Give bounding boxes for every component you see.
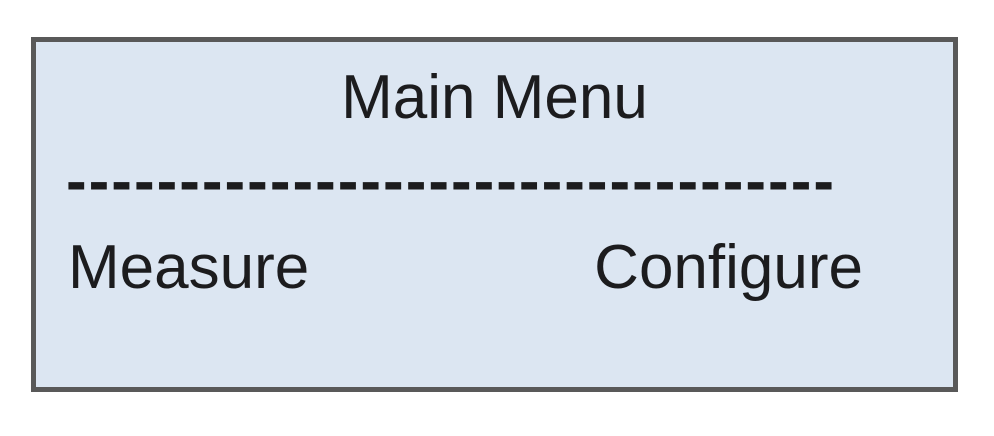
menu-item-configure[interactable]: Configure — [594, 233, 863, 302]
dashed-separator: ---------------------------------- — [66, 147, 836, 216]
screen-title: Main Menu — [341, 63, 648, 132]
menu-item-measure[interactable]: Measure — [68, 233, 310, 302]
device-lcd-screen: Main Menu ------------------------------… — [31, 37, 958, 392]
menu-row: Measure Configure — [68, 237, 863, 299]
